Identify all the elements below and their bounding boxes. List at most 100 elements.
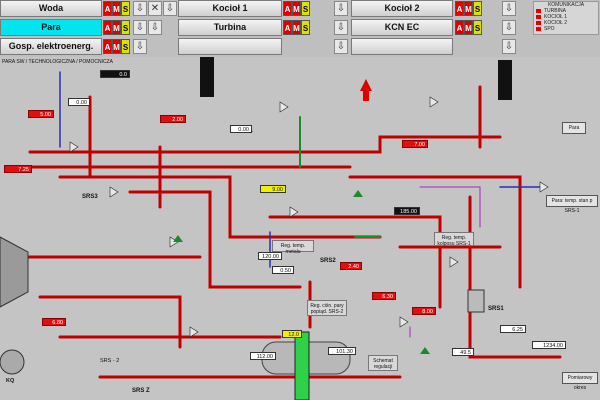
value-display: 6.80 xyxy=(42,318,66,326)
srsz-label: SRS Z xyxy=(132,388,150,394)
arrow-down-icon[interactable]: ⇩ xyxy=(502,39,516,54)
value-display: 0.00 xyxy=(230,125,252,133)
para-temp-button[interactable]: Para: temp. stan p SRS-1 xyxy=(546,195,598,214)
value-display: 101.30 xyxy=(328,347,356,355)
ams-m[interactable]: M xyxy=(292,20,301,35)
value-display: 120.00 xyxy=(258,252,282,260)
legend-item: KOCIOŁ 1 xyxy=(534,14,598,20)
close-icon[interactable]: ✕ xyxy=(148,1,162,16)
value-display: 2.40 xyxy=(340,262,362,270)
arrow-down-icon[interactable]: ⇩ xyxy=(334,20,348,35)
value-display: 0.0 xyxy=(100,70,130,78)
ams-a[interactable]: A xyxy=(283,1,292,16)
ams-m[interactable]: M xyxy=(112,39,121,54)
instrument-column xyxy=(498,60,512,100)
value-display: 6.30 xyxy=(372,292,396,300)
top-bar: Woda A M S ⇩ ✕ ⇩ Kocioł 1 A M S ⇩ Kocioł… xyxy=(0,0,600,57)
level-gauge xyxy=(294,331,310,400)
ams-m[interactable]: M xyxy=(464,1,473,16)
legend-item: TURBINA xyxy=(534,8,598,14)
legend-item: SPO xyxy=(534,26,598,32)
legend-item: KOCIOŁ 2 xyxy=(534,20,598,26)
srs2b-label: SRS - 2 xyxy=(100,358,120,364)
arrow-down-icon[interactable]: ⇩ xyxy=(133,1,147,16)
ams-a[interactable]: A xyxy=(455,1,464,16)
green-valve-icon[interactable] xyxy=(173,235,183,242)
reg-cisn-box[interactable]: Reg. ciśn. pary popiąd. SRS-2 xyxy=(307,300,347,316)
ams-a[interactable]: A xyxy=(103,20,112,35)
value-display: 12.0 xyxy=(282,330,302,338)
pump-icon xyxy=(0,349,25,375)
ams-m[interactable]: M xyxy=(112,20,121,35)
nav-para-button[interactable]: Para xyxy=(0,19,102,36)
value-display: 49.5 xyxy=(452,348,474,356)
ams-m[interactable]: M xyxy=(464,20,473,35)
value-display: 6.25 xyxy=(500,325,526,333)
arrow-down-icon[interactable]: ⇩ xyxy=(334,39,348,54)
ams-s[interactable]: S xyxy=(301,20,310,35)
value-display: 5.00 xyxy=(28,110,54,118)
empty-nav-slot xyxy=(178,38,282,55)
value-display: 7.25 xyxy=(4,165,32,173)
ams-a[interactable]: A xyxy=(455,20,464,35)
reg-temp-metalu-box[interactable]: Reg. temp. metalu xyxy=(272,240,314,255)
valve-icon[interactable] xyxy=(69,141,79,153)
kq-label: KQ xyxy=(6,378,15,384)
valve-icon[interactable] xyxy=(189,326,199,338)
ams-s[interactable]: S xyxy=(121,1,130,16)
valve-icon[interactable] xyxy=(109,186,119,198)
ams-s[interactable]: S xyxy=(301,1,310,16)
value-display: 9.00 xyxy=(260,185,286,193)
pomiarowy-button[interactable]: Pomiarowy okres xyxy=(562,372,598,391)
schemat-regulacji-box[interactable]: Schemat regulacji xyxy=(368,355,398,371)
arrow-down-icon[interactable]: ⇩ xyxy=(502,20,516,35)
value-display: 1234.00 xyxy=(532,341,566,349)
nav-turbina-button[interactable]: Turbina xyxy=(178,19,282,36)
nav-kcn-button[interactable]: KCN EC xyxy=(351,19,453,36)
heat-exchanger xyxy=(467,289,485,313)
arrow-down-icon[interactable]: ⇩ xyxy=(163,1,177,16)
ams-s[interactable]: S xyxy=(473,20,482,35)
ams-a[interactable]: A xyxy=(283,20,292,35)
srs3-label: SRS3 xyxy=(82,194,98,200)
reg-temp-kolposu-box[interactable]: Reg. temp. kolposu SRS-1 xyxy=(434,232,474,247)
ams-a[interactable]: A xyxy=(103,39,112,54)
value-display: 0.00 xyxy=(68,98,90,106)
diagram-title: PARA SW / TECHNOLOGICZNA / POMOCNICZA xyxy=(2,59,113,65)
arrow-down-icon[interactable]: ⇩ xyxy=(133,39,147,54)
valve-icon[interactable] xyxy=(449,256,459,268)
nav-gosp-button[interactable]: Gosp. elektroenerg. xyxy=(0,38,102,55)
para-button[interactable]: Para xyxy=(562,122,586,134)
arrow-down-icon[interactable]: ⇩ xyxy=(148,20,162,35)
valve-icon[interactable] xyxy=(539,181,549,193)
ams-m[interactable]: M xyxy=(292,1,301,16)
value-display: 112.00 xyxy=(250,352,276,360)
instrument-column xyxy=(200,57,214,97)
ams-s[interactable]: S xyxy=(121,39,130,54)
turbine-icon xyxy=(0,236,29,308)
ams-m[interactable]: M xyxy=(112,1,121,16)
valve-icon[interactable] xyxy=(279,101,289,113)
ams-s[interactable]: S xyxy=(473,1,482,16)
ams-a[interactable]: A xyxy=(103,1,112,16)
valve-icon[interactable] xyxy=(399,316,409,328)
arrow-down-icon[interactable]: ⇩ xyxy=(133,20,147,35)
green-valve-icon[interactable] xyxy=(420,347,430,354)
arrow-down-icon[interactable]: ⇩ xyxy=(334,1,348,16)
ams-s[interactable]: S xyxy=(121,20,130,35)
value-display: 8.00 xyxy=(412,307,436,315)
legend-title: KOMUNIKACJA xyxy=(547,2,585,8)
nav-kociol2-button[interactable]: Kocioł 2 xyxy=(351,0,453,17)
communication-legend: KOMUNIKACJA TURBINA KOCIOŁ 1 KOCIOŁ 2 SP… xyxy=(533,1,599,35)
value-display: 0.50 xyxy=(272,266,294,274)
valve-icon[interactable] xyxy=(429,96,439,108)
arrow-down-icon[interactable]: ⇩ xyxy=(502,1,516,16)
steam-outlet-arrow-icon xyxy=(360,79,372,101)
empty-nav-slot xyxy=(351,38,453,55)
nav-kociol1-button[interactable]: Kocioł 1 xyxy=(178,0,282,17)
valve-icon[interactable] xyxy=(289,206,299,218)
value-display: 2.00 xyxy=(160,115,186,123)
pipe-network xyxy=(0,57,562,400)
green-valve-icon[interactable] xyxy=(353,190,363,197)
nav-woda-button[interactable]: Woda xyxy=(0,0,102,17)
